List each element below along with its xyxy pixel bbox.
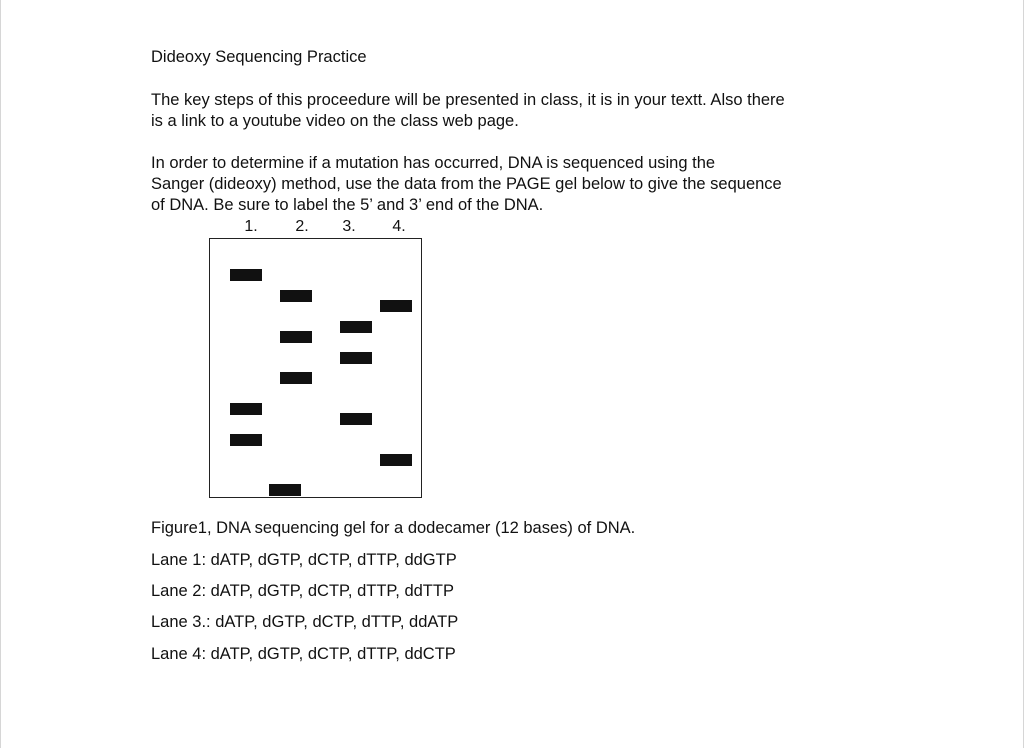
gel-band (340, 413, 372, 425)
intro-line: is a link to a youtube video on the clas… (151, 112, 519, 130)
lane-description-2: Lane 2: dATP, dGTP, dCTP, dTTP, ddTTP (151, 582, 454, 600)
intro-paragraph: The key steps of this proceedure will be… (151, 90, 881, 132)
lane-description-1: Lane 1: dATP, dGTP, dCTP, dTTP, ddGTP (151, 551, 457, 569)
gel-band (280, 372, 312, 384)
lane-number-1: 1. (244, 218, 258, 235)
gel-band (230, 434, 262, 446)
gel-band (269, 484, 301, 496)
sequencing-gel (209, 238, 422, 498)
figure-caption: Figure1, DNA sequencing gel for a dodeca… (151, 519, 636, 537)
gel-band (230, 269, 262, 281)
gel-band (380, 300, 412, 312)
lane-number-4: 4. (392, 218, 406, 235)
instructions-paragraph: In order to determine if a mutation has … (151, 153, 881, 216)
gel-band (380, 454, 412, 466)
gel-band (340, 321, 372, 333)
gel-band (230, 403, 262, 415)
lane-number-2: 2. (295, 218, 309, 235)
lane-number-row: 1. 2. 3. 4. (1, 218, 1024, 238)
gel-band (280, 290, 312, 302)
lane-description-3: Lane 3.: dATP, dGTP, dCTP, dTTP, ddATP (151, 613, 459, 631)
gel-band (280, 331, 312, 343)
gel-band (340, 352, 372, 364)
instructions-line: In order to determine if a mutation has … (151, 154, 716, 172)
intro-line: The key steps of this proceedure will be… (151, 91, 785, 109)
instructions-line: Sanger (dideoxy) method, use the data fr… (151, 175, 782, 193)
instructions-line: of DNA. Be sure to label the 5’ and 3’ e… (151, 196, 544, 214)
lane-number-3: 3. (342, 218, 356, 235)
lane-description-4: Lane 4: dATP, dGTP, dCTP, dTTP, ddCTP (151, 645, 456, 663)
document-title: Dideoxy Sequencing Practice (151, 48, 367, 66)
